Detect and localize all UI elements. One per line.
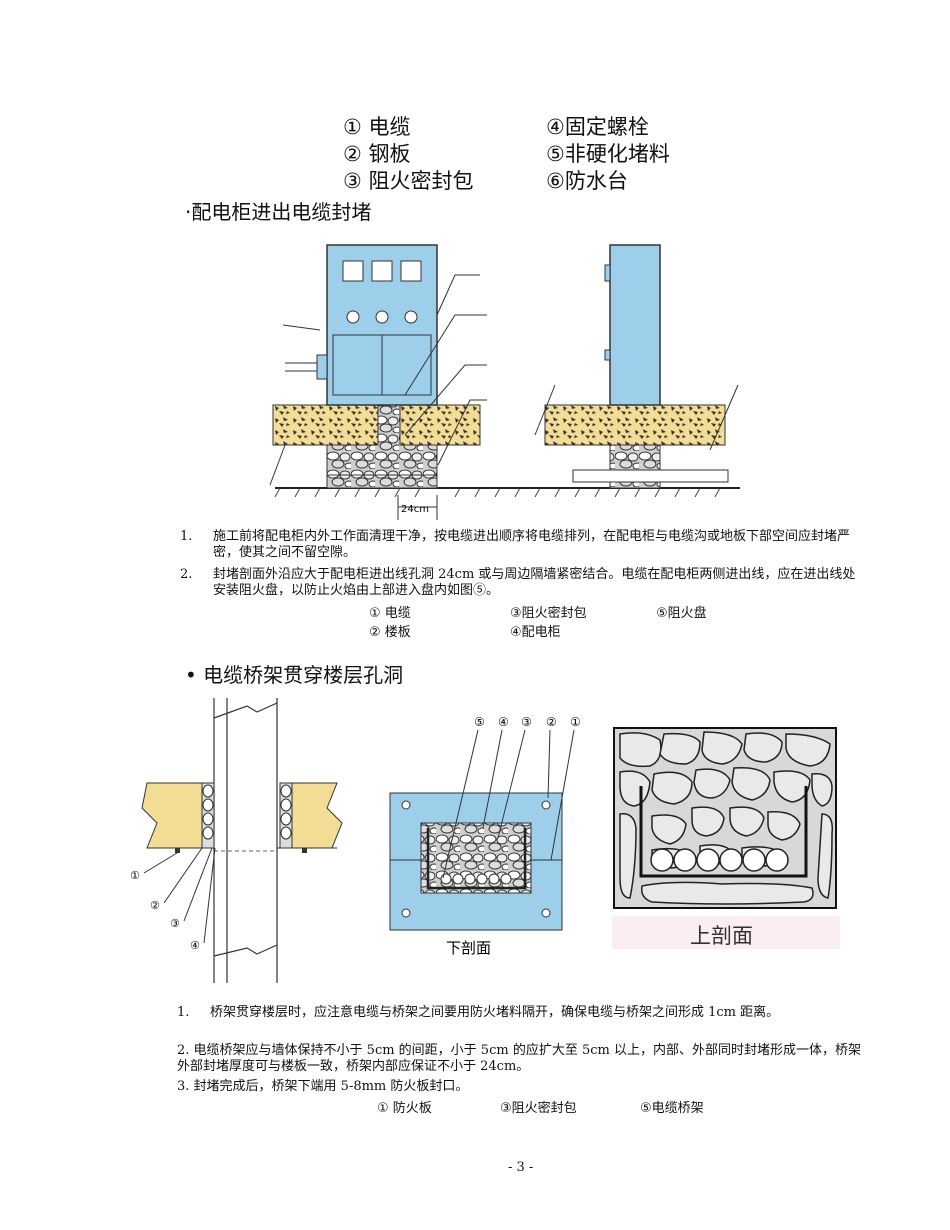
item-text: 封堵剖面外沿应大于配电柜进出线孔洞 24cm 或与周边隔墙紧密结合。电缆在配电柜… bbox=[213, 567, 856, 598]
callout: ④ bbox=[498, 715, 509, 729]
callout: ④ bbox=[190, 939, 200, 952]
legend-item: ⑥防水台 bbox=[546, 169, 628, 193]
item-text: 施工前将配电柜内外工作面清理干净，按电缆进出顺序将电缆排列，在配电柜与电缆沟或地… bbox=[213, 529, 851, 560]
section2-item-3: 3. 封堵完成后，桥架下端用 5-8mm 防火板封口。 bbox=[177, 1079, 469, 1094]
s2-legend-1: ① 防火板 bbox=[377, 1101, 432, 1116]
s2-legend-3: ③阻火密封包 bbox=[500, 1101, 577, 1116]
section2-item-2: 2. 电缆桥架应与墙体保持不小于 5cm 的间距，小于 5cm 的应扩大至 5c… bbox=[177, 1043, 861, 1074]
upper-section-caption: 上剖面 bbox=[690, 924, 753, 948]
item-number: 2. bbox=[180, 567, 193, 582]
legend-item: ③ 阻火密封包 bbox=[343, 169, 474, 193]
item-number: 1. bbox=[177, 1005, 190, 1020]
s1-legend-5: ⑤阻火盘 bbox=[656, 606, 707, 621]
callout: ① bbox=[130, 869, 140, 882]
top-legend-col1: ① 电缆 ② 钢板 ③ 阻火密封包 bbox=[343, 114, 474, 195]
legend-item: ① 电缆 bbox=[343, 115, 411, 139]
tray-floor-penetration-figure: ① ② ③ ④ bbox=[130, 698, 343, 983]
section1-title: ·配电柜进出电缆封堵 bbox=[185, 200, 372, 224]
cabinet-sealing-figure: 24cm bbox=[269, 244, 740, 520]
callout: ③ bbox=[521, 715, 532, 729]
callout: ② bbox=[150, 899, 160, 912]
dimension-label: 24cm bbox=[401, 504, 429, 515]
section1-item-2: 2. 封堵剖面外沿应大于配电柜进出线孔洞 24cm 或与周边隔墙紧密结合。电缆在… bbox=[180, 567, 863, 599]
item-text: 桥架贯穿楼层时，应注意电缆与桥架之间要用防火堵料隔开，确保电缆与桥架之间形成 1… bbox=[210, 1005, 780, 1020]
callout: ② bbox=[546, 715, 557, 729]
s2-legend-5: ⑤电缆桥架 bbox=[640, 1101, 704, 1116]
s1-legend-2: ② 楼板 bbox=[369, 625, 411, 640]
s1-legend-4: ④配电柜 bbox=[510, 625, 561, 640]
callout: ⑤ bbox=[474, 715, 485, 729]
section1-item-1: 1. 施工前将配电柜内外工作面清理干净，按电缆进出顺序将电缆排列，在配电柜与电缆… bbox=[180, 529, 863, 561]
lower-section-caption: 下剖面 bbox=[446, 939, 491, 957]
callout: ① bbox=[570, 715, 581, 729]
upper-section-figure: 上剖面 bbox=[612, 727, 840, 949]
item-number: 1. bbox=[180, 529, 193, 544]
lower-section-figure: ⑤ ④ ③ ② ① 下剖面 bbox=[389, 715, 581, 957]
top-legend-col2: ④固定螺栓 ⑤非硬化堵料 ⑥防水台 bbox=[546, 114, 670, 195]
legend-item: ⑤非硬化堵料 bbox=[546, 142, 670, 166]
page-number: - 3 - bbox=[508, 1160, 534, 1175]
s1-legend-3: ③阻火密封包 bbox=[510, 606, 587, 621]
section2-title: • 电缆桥架贯穿楼层孔洞 bbox=[185, 663, 404, 687]
legend-item: ④固定螺栓 bbox=[546, 115, 649, 139]
callout: ③ bbox=[170, 917, 180, 930]
section2-item-1: 1. 桥架贯穿楼层时，应注意电缆与桥架之间要用防火堵料隔开，确保电缆与桥架之间形… bbox=[177, 1005, 865, 1021]
s1-legend-1: ① 电缆 bbox=[369, 606, 411, 621]
legend-item: ② 钢板 bbox=[343, 142, 411, 166]
